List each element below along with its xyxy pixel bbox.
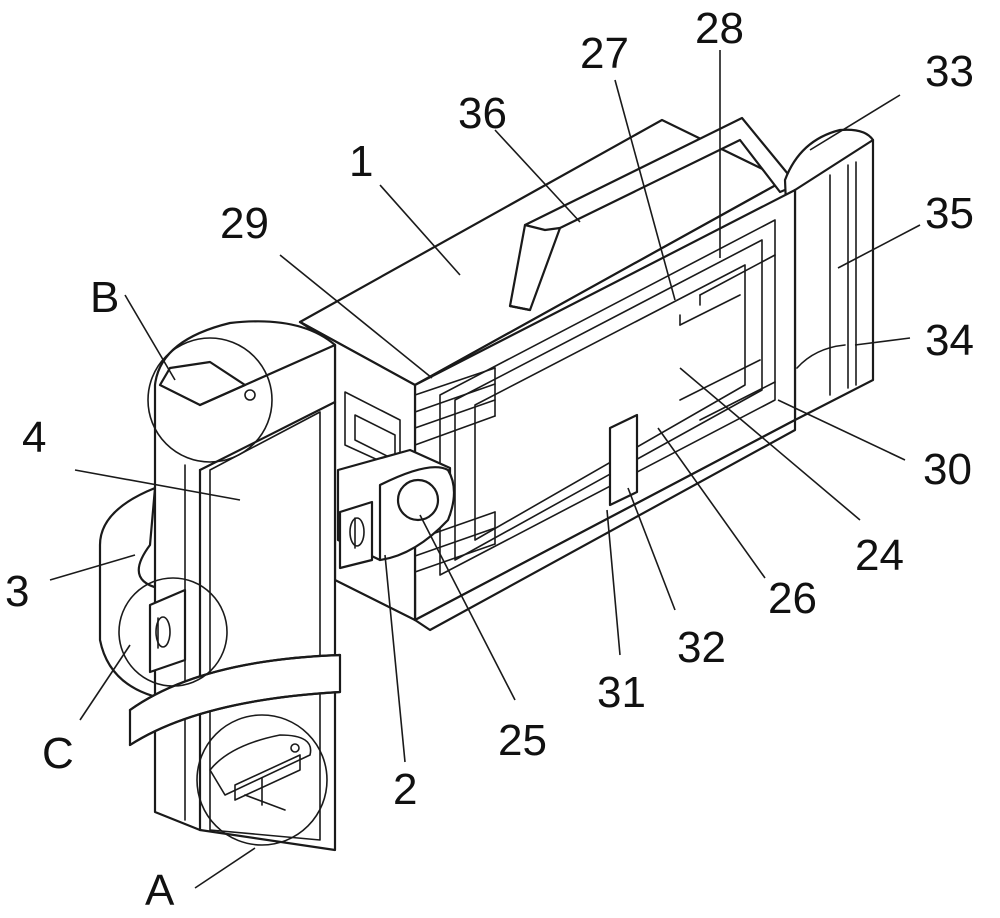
- detail-circle-c: [118, 577, 228, 687]
- plate-stack: [414, 254, 776, 573]
- label-35: 35: [925, 189, 974, 238]
- label-4: 4: [22, 413, 46, 462]
- label-33: 33: [925, 47, 974, 96]
- detail-circles: [118, 337, 328, 846]
- label-24: 24: [855, 531, 904, 580]
- reference-labels: 1 2 3 4 24 25 26 27 28 29 30 31 32 33 34…: [5, 4, 974, 915]
- label-28: 28: [695, 4, 744, 53]
- detail-circle-b: [147, 337, 273, 463]
- label-30: 30: [923, 445, 972, 494]
- slider-arm: [336, 448, 456, 570]
- leader-lines: [49, 50, 921, 889]
- label-b: B: [90, 273, 119, 322]
- label-27: 27: [580, 29, 629, 78]
- label-c: C: [42, 729, 74, 778]
- label-36: 36: [458, 89, 507, 138]
- label-31: 31: [597, 668, 646, 717]
- column: [98, 320, 342, 852]
- label-26: 26: [768, 574, 817, 623]
- label-32: 32: [677, 623, 726, 672]
- label-2: 2: [393, 765, 417, 814]
- label-29: 29: [220, 199, 269, 248]
- handle: [508, 116, 799, 312]
- main-body: [383, 188, 797, 632]
- label-a: A: [145, 866, 175, 915]
- end-block: [783, 128, 875, 422]
- label-1: 1: [349, 137, 373, 186]
- label-25: 25: [498, 716, 547, 765]
- detail-circle-a: [196, 714, 328, 846]
- label-34: 34: [925, 316, 974, 365]
- label-3: 3: [5, 567, 29, 616]
